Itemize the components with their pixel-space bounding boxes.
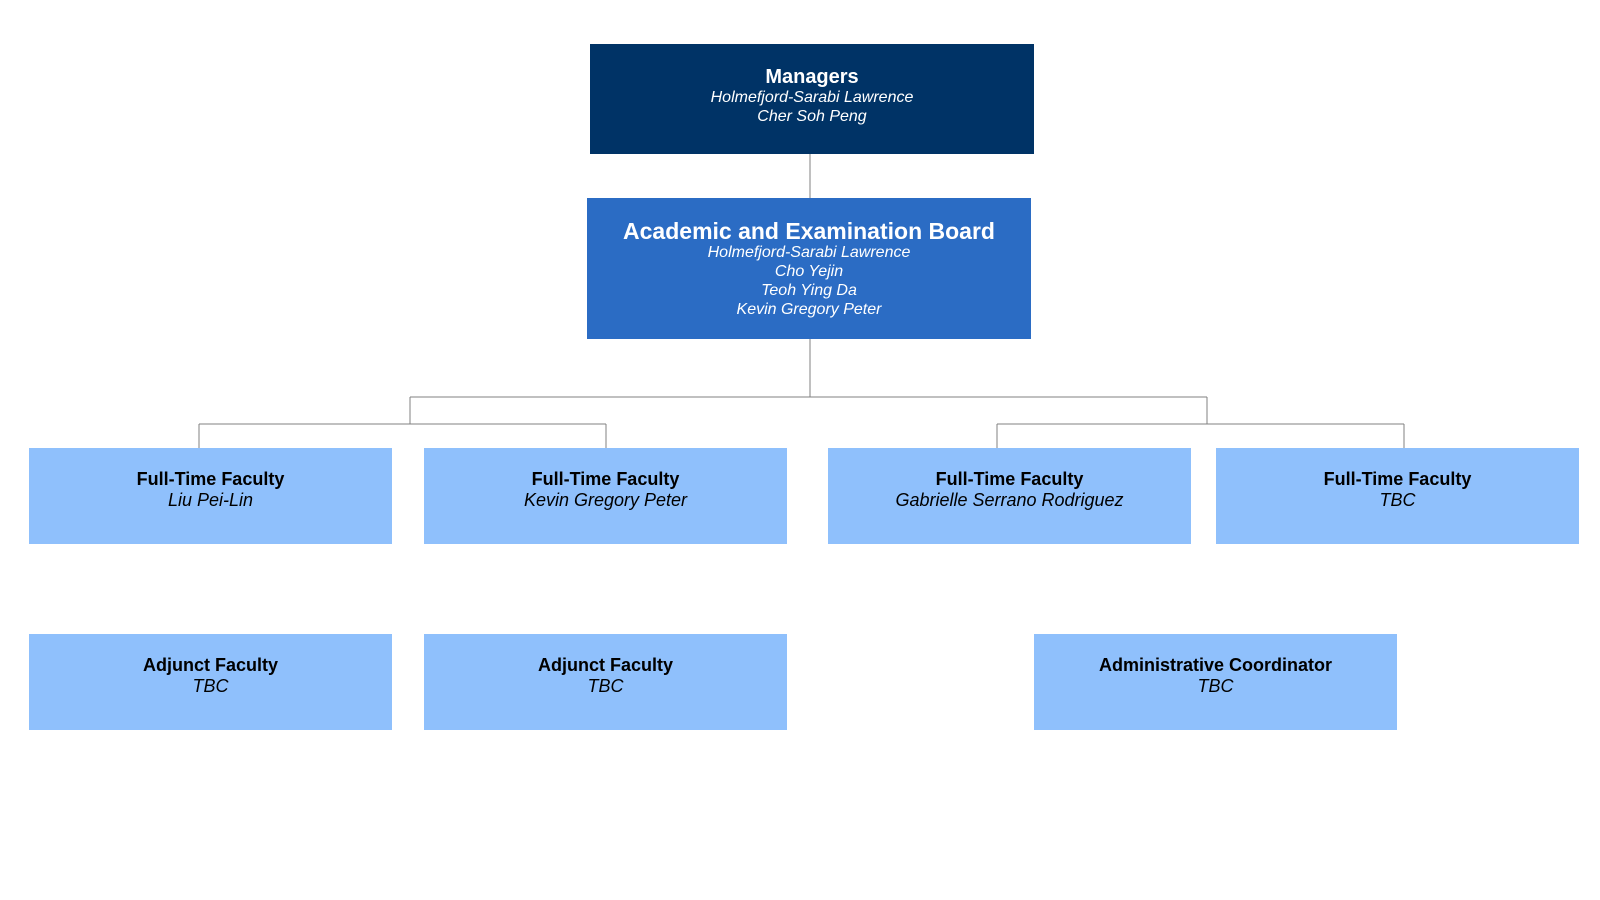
board-name-2: Cho Yejin [774, 263, 844, 281]
adjunct-faculty-title: Adjunct Faculty [142, 655, 278, 675]
managers-box: Managers Holmefjord-Sarabi Lawrence Cher… [590, 44, 1034, 154]
administrative-coordinator-box: Administrative Coordinator TBC [1034, 634, 1397, 730]
board-name-4: Kevin Gregory Peter [736, 301, 882, 319]
full-time-faculty-box-4: Full-Time Faculty TBC [1216, 448, 1579, 544]
full-time-faculty-box-2: Full-Time Faculty Kevin Gregory Peter [424, 448, 787, 544]
adjunct-faculty-name: TBC [192, 675, 229, 696]
adjunct-faculty-title: Adjunct Faculty [537, 655, 673, 675]
full-time-faculty-name: Gabrielle Serrano Rodriguez [895, 489, 1124, 510]
adjunct-faculty-box-2: Adjunct Faculty TBC [424, 634, 787, 730]
full-time-faculty-box-1: Full-Time Faculty Liu Pei-Lin [29, 448, 392, 544]
board-name-1: Holmefjord-Sarabi Lawrence [707, 244, 911, 262]
full-time-faculty-title: Full-Time Faculty [531, 469, 680, 489]
full-time-faculty-title: Full-Time Faculty [935, 469, 1084, 489]
adjunct-faculty-name: TBC [587, 675, 624, 696]
managers-name-1: Holmefjord-Sarabi Lawrence [710, 89, 914, 106]
managers-name-2: Cher Soh Peng [757, 107, 867, 125]
administrative-coordinator-title: Administrative Coordinator [1098, 655, 1333, 675]
full-time-faculty-title: Full-Time Faculty [1323, 469, 1472, 489]
full-time-faculty-title: Full-Time Faculty [136, 469, 285, 489]
administrative-coordinator-name: TBC [1197, 675, 1234, 696]
full-time-faculty-name: TBC [1379, 489, 1416, 510]
board-title: Academic and Examination Board [623, 218, 995, 244]
board-name-3: Teoh Ying Da [761, 282, 857, 300]
adjunct-faculty-box-1: Adjunct Faculty TBC [29, 634, 392, 730]
board-box: Academic and Examination Board Holmefjor… [587, 198, 1031, 339]
managers-title: Managers [765, 66, 859, 88]
full-time-faculty-name: Liu Pei-Lin [167, 489, 254, 510]
full-time-faculty-name: Kevin Gregory Peter [523, 489, 688, 510]
full-time-faculty-box-3: Full-Time Faculty Gabrielle Serrano Rodr… [828, 448, 1191, 544]
